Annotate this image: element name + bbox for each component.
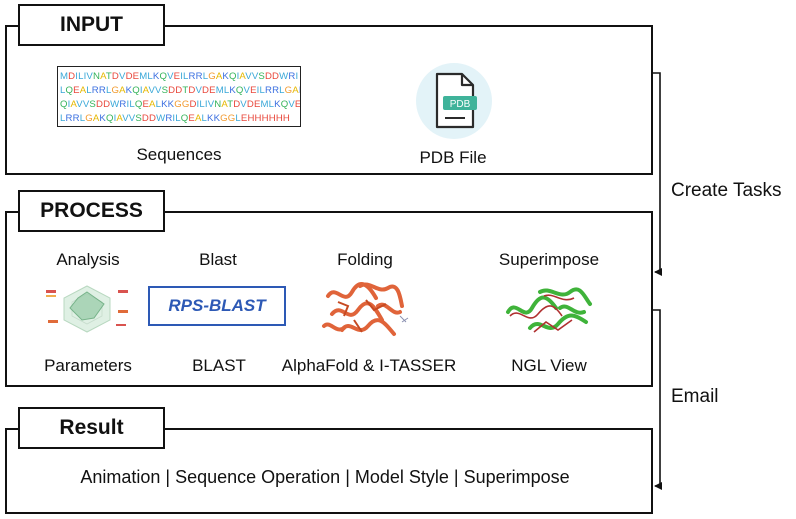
pdb-icon-text: PDB xyxy=(450,99,471,110)
blast-label: Blast xyxy=(199,250,237,269)
pdb-file-label: PDB File xyxy=(419,148,487,167)
create-tasks-arrow xyxy=(653,72,662,276)
folded-protein-image xyxy=(322,282,409,336)
sequence-line: MDILIVNATDVDEMLKQVEILRRLGAKQIAVVSDDWRI xyxy=(60,71,299,82)
blast-tool-label: BLAST xyxy=(192,356,246,375)
result-features: Animation | Sequence Operation | Model S… xyxy=(80,467,570,487)
folding-label: Folding xyxy=(337,250,393,269)
process-title: PROCESS xyxy=(18,190,165,232)
input-title: INPUT xyxy=(18,4,165,46)
superimpose-label: Superimpose xyxy=(498,250,600,269)
sequence-line: LQEALRRLGAKQIAVVSDDTDVDEMLKQVEILRRLGAK xyxy=(60,85,300,96)
rps-blast-logo: RPS-BLAST xyxy=(148,286,286,326)
sequence-line: QIAVVSDDWRILQEALKKGGDILIVNATDVDEMLKQVEI xyxy=(60,99,301,110)
sequence-box: MDILIVNATDVDEMLKQVEILRRLGAKQIAVVSDDWRI L… xyxy=(57,66,301,127)
analysis-label: Analysis xyxy=(56,250,120,269)
email-arrow xyxy=(653,309,662,490)
email-label: Email xyxy=(671,386,719,407)
superimposed-protein-image xyxy=(506,287,592,333)
input-panel xyxy=(5,25,653,175)
ngl-view-label: NGL View xyxy=(511,356,587,375)
pdb-file-icon: PDB xyxy=(416,63,492,139)
folding-tools-label: AlphaFold & I-TASSER xyxy=(281,356,457,375)
sequence-line: LRRLGAKQIAVVSDDWRILQEALKKGGLEHHHHHH xyxy=(60,113,290,124)
sequences-label: Sequences xyxy=(136,145,222,164)
result-title: Result xyxy=(18,407,165,449)
parameters-label: Parameters xyxy=(44,356,132,375)
analysis-radar-chart xyxy=(46,285,128,333)
create-tasks-label: Create Tasks xyxy=(671,180,782,201)
